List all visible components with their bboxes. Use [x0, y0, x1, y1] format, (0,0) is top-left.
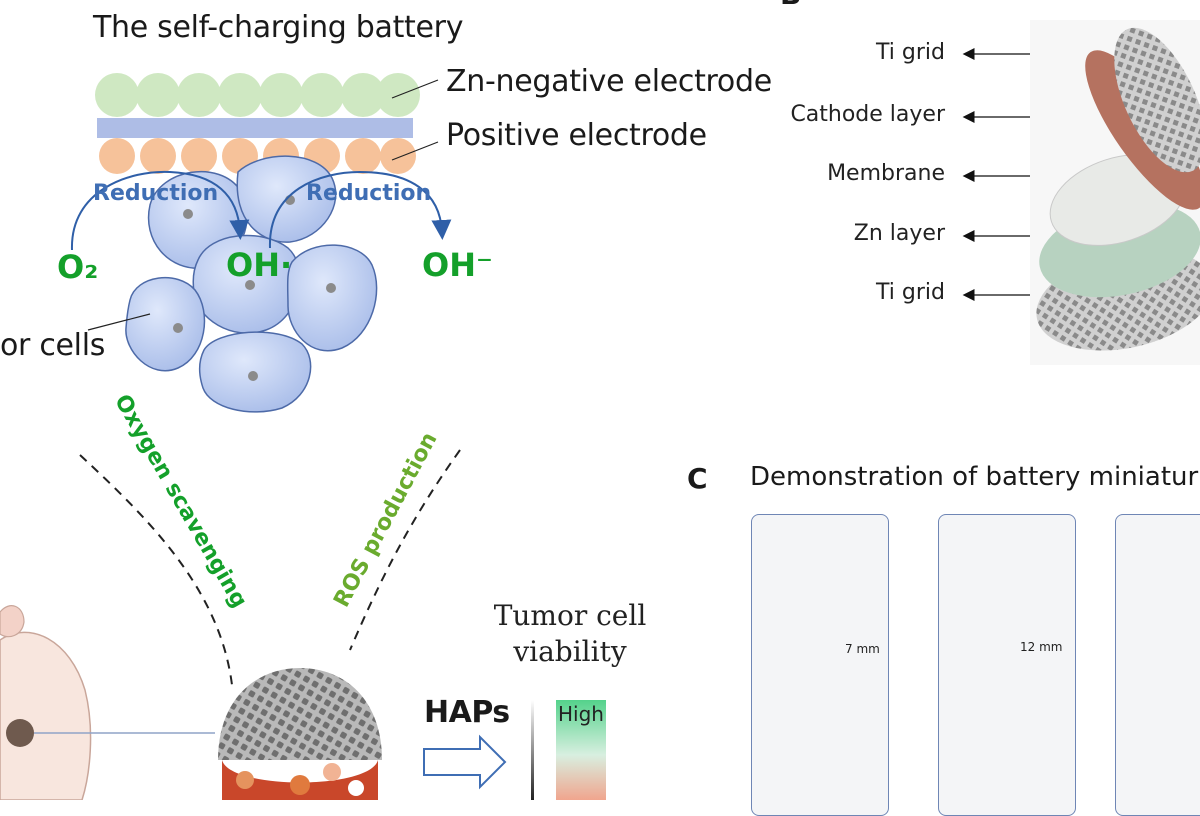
viability-axis	[531, 700, 534, 800]
haps-label: HAPs	[424, 695, 510, 730]
tumor-cells-label: or cells	[0, 328, 106, 363]
zn-leader-line	[391, 79, 439, 99]
reduction-arrow-left	[70, 170, 250, 251]
scale-bar-label-1: 7 mm	[845, 642, 880, 656]
viability-line-1: Tumor cell	[493, 599, 647, 632]
battery-exploded-view	[1030, 20, 1200, 365]
zn-electrode-particles	[95, 73, 420, 117]
positive-leader-line	[391, 141, 439, 161]
panel-a-title: The self-charging battery	[93, 10, 464, 45]
oh-radical-label: OH·	[226, 246, 293, 284]
dashed-curve-left	[79, 454, 233, 686]
haps-arrow	[423, 734, 507, 790]
mouse-illustration	[0, 605, 215, 800]
layer-label-ti-grid-bottom: Ti grid	[876, 280, 945, 305]
viability-line-2: viability	[513, 635, 627, 668]
implanted-battery-dome	[218, 668, 382, 800]
oh-minus-label: OH⁻	[422, 246, 493, 284]
photo-frame-1	[751, 514, 889, 816]
layer-label-zn: Zn layer	[853, 221, 945, 246]
reduction-label-right: Reduction	[306, 181, 432, 206]
tumor-leader-line	[87, 313, 151, 331]
dashed-curve-right	[349, 449, 461, 651]
cell-nuclei	[173, 195, 336, 381]
panel-b-arrows	[962, 48, 1030, 301]
layer-label-cathode: Cathode layer	[790, 102, 945, 127]
layer-label-membrane: Membrane	[827, 161, 945, 186]
panel-b-letter: B	[780, 0, 801, 11]
panel-c-title: Demonstration of battery miniaturizat	[750, 462, 1200, 492]
o2-label: O₂	[57, 248, 99, 286]
reduction-arrow-right	[268, 170, 452, 249]
reduction-label-left: Reduction	[93, 181, 219, 206]
viability-title: Tumor cell viability	[490, 598, 650, 670]
layer-label-ti-grid-top: Ti grid	[876, 40, 945, 65]
current-collector	[97, 118, 413, 138]
panel-c-letter: C	[687, 462, 708, 495]
viability-gradient	[556, 700, 606, 800]
viability-high-label: High	[558, 702, 604, 726]
scale-bar-label-2: 12 mm	[1020, 640, 1063, 654]
positive-electrode-label: Positive electrode	[446, 118, 707, 153]
photo-frame-2	[938, 514, 1076, 816]
zn-electrode-label: Zn-negative electrode	[446, 64, 772, 99]
photo-frame-3	[1115, 514, 1200, 816]
